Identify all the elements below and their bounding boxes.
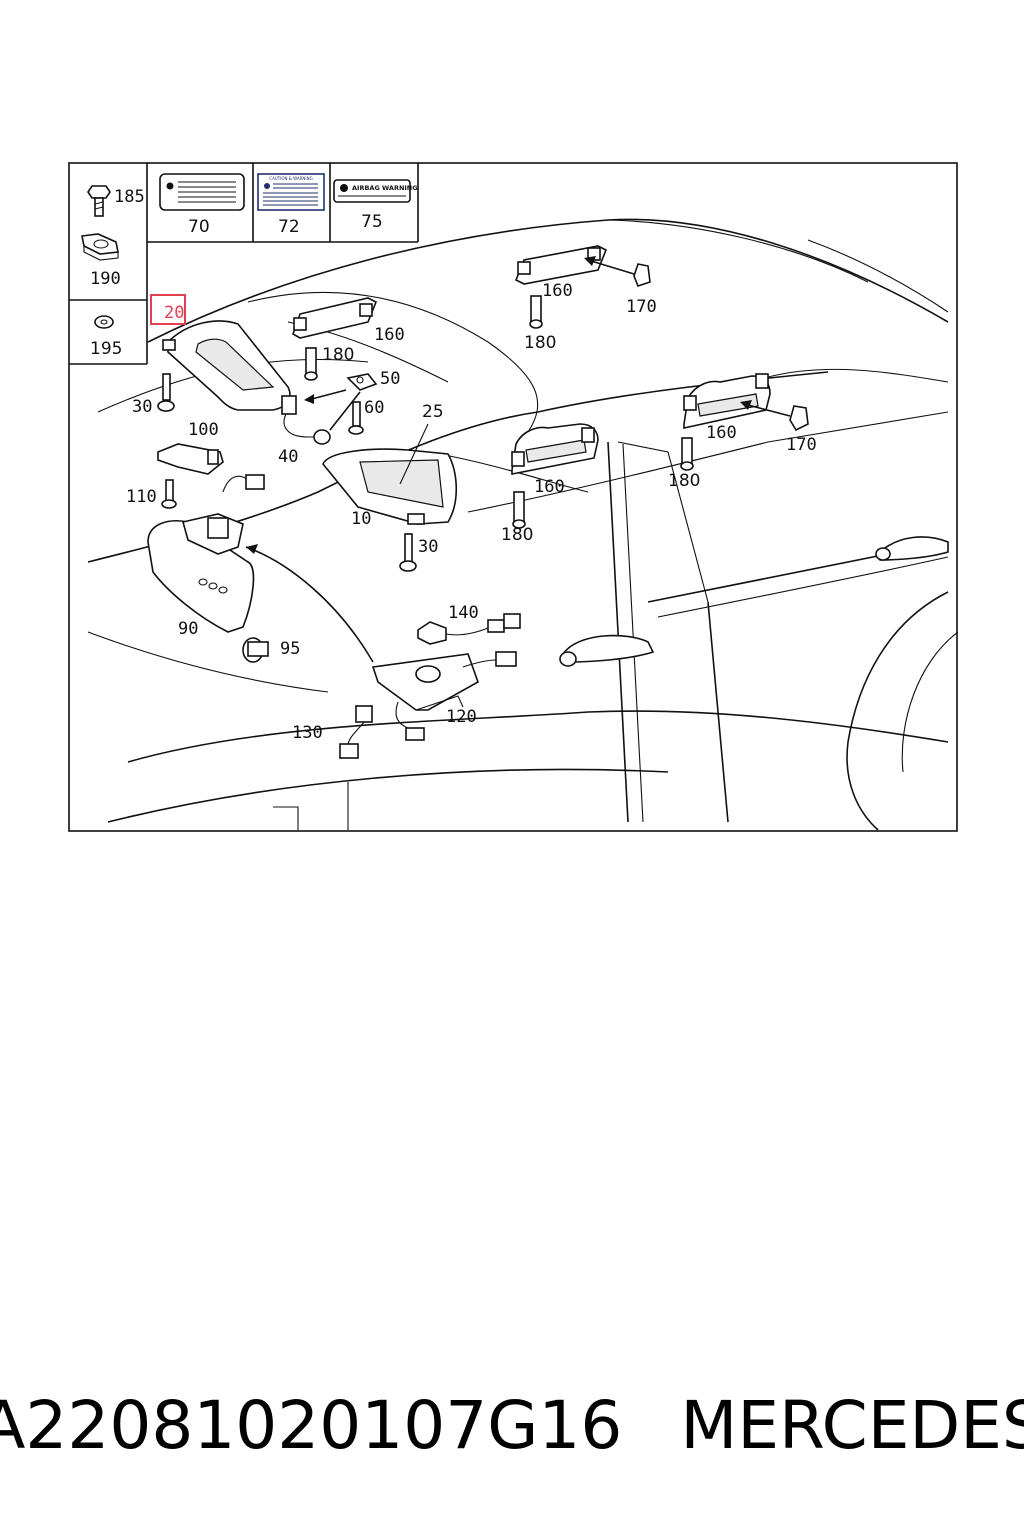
bolt-180-d [680,437,694,471]
grab-handle-160-d [683,373,771,429]
label-160-b: 160 [542,281,573,301]
label-10: 10 [351,509,371,529]
clip-190-icon [81,233,119,261]
sticker-72-icon: CAUTION & WARNING [257,173,325,211]
label-30-center: 30 [418,537,438,557]
label-30-left: 30 [132,397,152,417]
grab-handle-160-a [292,297,378,339]
label-40: 40 [278,447,298,467]
label-95: 95 [280,639,300,659]
label-160-c: 160 [534,477,565,497]
label-180-b: 180 [524,333,556,353]
grab-handle-160-c [511,423,599,475]
bracket-100 [157,443,224,475]
arrow-to-170-a [587,259,635,275]
sticker-70-icon [159,173,245,211]
label-185: 185 [114,187,145,207]
label-70: 70 [188,217,210,237]
arrow-to-40 [307,389,347,401]
parts-diagram: 185 190 195 70 CAUTION & WARNING 72 [68,162,958,832]
label-110: 110 [126,487,157,507]
label-170-a: 170 [626,297,657,317]
sticker-75-icon: AIRBAG WARNING [333,179,418,203]
label-180-c: 180 [501,525,533,545]
label-50: 50 [380,369,400,389]
bolt-180-c [512,491,526,529]
bolt-180-b [529,295,543,329]
diagram-frame [68,162,958,832]
door-handle-rear [875,536,949,561]
arrow-to-60 [329,391,361,431]
screw-30-center [399,533,417,572]
label-160-a: 160 [374,325,405,345]
legend-box [69,163,419,365]
label-20: 20 [164,303,184,323]
bolt-180-a [304,347,318,381]
label-25: 25 [422,402,444,422]
label-130: 130 [292,723,323,743]
label-120: 120 [446,707,477,727]
screw-60 [348,401,364,435]
label-170-b: 170 [786,435,817,455]
sun-visor-10 [322,448,458,525]
sticker-72-text: CAUTION & WARNING [269,176,312,181]
grab-handle-160-b [514,245,608,285]
connector-130 [339,701,425,759]
label-75: 75 [361,212,383,232]
label-180-a: 180 [322,345,354,365]
label-180-d: 180 [668,471,700,491]
caption-bar: A22081020107G16 MERCEDES [0,1380,1024,1470]
label-60: 60 [364,398,384,418]
label-90: 90 [178,619,198,639]
screw-110 [161,479,177,509]
lamp-connector-40 [281,395,331,445]
clip-50 [346,373,378,391]
label-140: 140 [448,603,479,623]
label-190: 190 [90,269,121,289]
part-number: A22081020107G16 [0,1386,623,1464]
label-100: 100 [188,420,219,440]
sensor-140 [417,613,521,645]
highlight-box-20 [150,294,186,325]
clip-170-b [789,405,809,432]
bolt-185-icon [87,185,111,217]
label-72: 72 [278,217,300,237]
bulb-95 [242,637,269,663]
washer-195-icon [94,315,114,329]
door-handle-front [559,634,655,667]
arrow-to-mirror [245,546,374,663]
arrow-to-170-b [743,403,791,417]
rear-view-mirror-90 [147,474,265,633]
screw-30-left [157,373,175,412]
sticker-75-text: AIRBAG WARNING [352,184,418,192]
sun-visor-20 [162,320,291,411]
label-160-d: 160 [706,423,737,443]
clip-170-a [633,263,651,287]
brand-name: MERCEDES [680,1386,1024,1464]
control-unit-120 [371,651,517,711]
label-195: 195 [90,339,122,359]
